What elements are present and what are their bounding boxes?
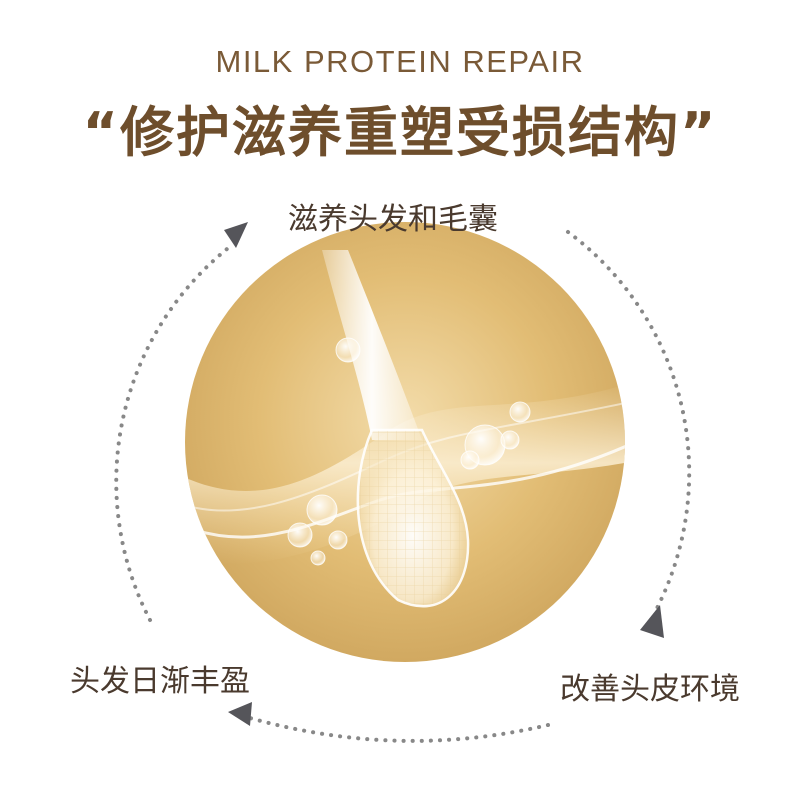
arrow-head-top-icon — [224, 222, 248, 248]
cycle-arc-bottom — [248, 716, 550, 743]
cycle-step-nourish-label: 滋养头发和毛囊 — [288, 202, 498, 237]
cycle-step-scalp-label: 改善头皮环境 — [560, 672, 740, 707]
subtitle-english: MILK PROTEIN REPAIR — [215, 44, 585, 79]
cycle-arc-left — [114, 243, 234, 622]
arrow-head-bottom-icon — [228, 702, 252, 726]
arrow-head-right-icon — [640, 605, 664, 638]
cycle-arc-right — [566, 230, 692, 614]
page-title: “修护滋养重塑受损结构” — [82, 101, 718, 164]
follicle-illustration — [185, 222, 625, 662]
cycle-step-fullness-label: 头发日渐丰盈 — [70, 664, 250, 699]
